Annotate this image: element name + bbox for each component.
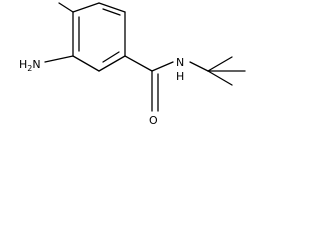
- bond-ring-c4-c5: [98, 55, 126, 72]
- bond-ring-amino: [44, 55, 74, 63]
- bond-ring-methyl: [58, 2, 74, 13]
- bond-tbutyl-me-top: [207, 56, 233, 72]
- atom-label-oxygen: O: [149, 114, 158, 127]
- bond-tbutyl-me-bottom: [207, 70, 233, 86]
- bond-ring-inner-2: [102, 51, 120, 63]
- bond-carbonyl-n: [151, 61, 174, 72]
- amino-subscript: 2: [27, 64, 32, 73]
- atom-label-amino: H2N: [19, 58, 41, 73]
- amino-n: N: [32, 58, 40, 71]
- bond-ring-carbonyl: [124, 55, 153, 72]
- bond-ring-c5-c6: [72, 55, 100, 72]
- molecule-structure-diagram: H2N N H O: [19, 2, 246, 127]
- bond-ring-inner-1: [102, 8, 121, 16]
- bond-ring-c2-c3: [98, 2, 126, 13]
- atom-label-amide-h: H: [176, 70, 184, 83]
- bond-ring-c1-c2: [72, 2, 100, 13]
- atom-label-amide-n: N: [176, 56, 184, 69]
- amino-h: H: [19, 58, 27, 71]
- bond-n-tbutyl: [189, 61, 209, 72]
